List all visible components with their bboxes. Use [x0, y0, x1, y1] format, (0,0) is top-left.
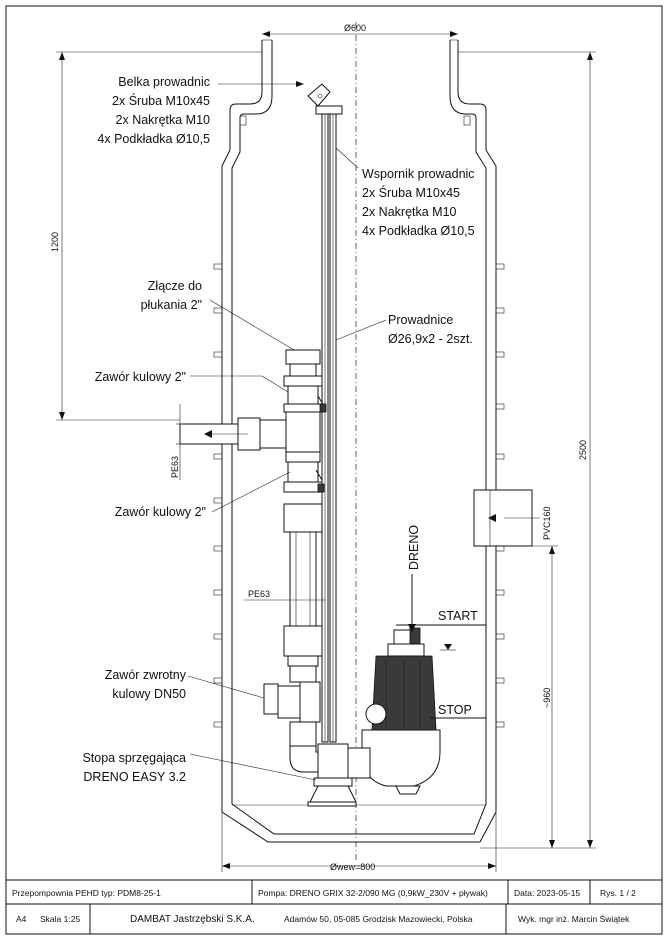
- leader-lines: [187, 81, 387, 781]
- tank-outline: [213, 39, 505, 843]
- label-dreno: DRENO: [407, 525, 421, 570]
- svg-text:DRENO EASY 3.2: DRENO EASY 3.2: [83, 770, 186, 784]
- dim-pvc160: PVC160: [542, 506, 552, 540]
- svg-text:Stopa sprzęgająca: Stopa sprzęgająca: [82, 751, 186, 765]
- title-format: A4: [16, 914, 27, 924]
- svg-text:Złącze do: Złącze do: [148, 279, 202, 293]
- svg-text:Wspornik prowadnic: Wspornik prowadnic: [362, 167, 475, 181]
- label-belka: Belka prowadnic 2x Śruba M10x45 2x Nakrę…: [97, 75, 210, 146]
- water-levels: [396, 574, 486, 719]
- title-author: Wyk. mgr inż. Marcin Świątek: [518, 913, 630, 924]
- label-zwrotny: Zawór zwrotny kulowy DN50: [105, 668, 187, 701]
- svg-text:2x Nakrętka M10: 2x Nakrętka M10: [362, 205, 457, 219]
- label-zawor-upper: Zawór kulowy 2": [95, 370, 186, 384]
- pump: [347, 627, 441, 795]
- label-prowadnice: Prowadnice Ø26,9x2 - 2szt.: [388, 313, 473, 346]
- svg-text:Prowadnice: Prowadnice: [388, 313, 453, 327]
- title-product: Przepompownia PEHD typ: PDM8-25-1: [12, 888, 161, 898]
- dimension-lines: [56, 31, 596, 872]
- title-date: Data: 2023-05-15: [514, 888, 580, 898]
- svg-text:2x Śruba M10x45: 2x Śruba M10x45: [362, 185, 460, 200]
- label-wspornik: Wspornik prowadnic 2x Śruba M10x45 2x Na…: [362, 167, 475, 238]
- label-stopa: Stopa sprzęgająca DRENO EASY 3.2: [82, 751, 186, 784]
- title-pump: Pompa: DRENO GRIX 32-2/090 MG (0,9kW_230…: [258, 888, 488, 898]
- svg-text:4x Podkładka Ø10,5: 4x Podkładka Ø10,5: [97, 132, 210, 146]
- svg-text:kulowy DN50: kulowy DN50: [112, 687, 186, 701]
- dim-pe63-vertical: PE63: [170, 456, 180, 478]
- label-start: START: [438, 609, 478, 623]
- svg-text:2x Śruba M10x45: 2x Śruba M10x45: [112, 93, 210, 108]
- label-zlacze: Złącze do płukania 2": [141, 279, 202, 312]
- outlet-pvc160: [473, 489, 540, 547]
- dim-bottom-width: Øwew=800: [330, 862, 375, 872]
- dim-height-total: 2500: [578, 440, 588, 460]
- title-block: Przepompownia PEHD typ: PDM8-25-1 Pompa:…: [5, 879, 663, 935]
- label-zawor-lower: Zawór kulowy 2": [115, 505, 206, 519]
- svg-text:Belka prowadnic: Belka prowadnic: [118, 75, 210, 89]
- dim-top-width: Ø600: [344, 23, 366, 33]
- svg-text:2x Nakrętka M10: 2x Nakrętka M10: [116, 113, 211, 127]
- dim-pe63-horizontal: PE63: [248, 589, 270, 599]
- guide-rails: [307, 83, 343, 743]
- title-company: DAMBAT Jastrzębski S.K.A.: [130, 914, 255, 925]
- pipe-system: [179, 349, 357, 807]
- title-scale: Skala 1:25: [40, 914, 80, 924]
- tank-ribs: [213, 115, 505, 728]
- svg-text:4x Podkładka Ø10,5: 4x Podkładka Ø10,5: [362, 224, 475, 238]
- svg-text:Ø26,9x2 - 2szt.: Ø26,9x2 - 2szt.: [388, 332, 473, 346]
- label-stop: STOP: [438, 703, 472, 717]
- dim-height-upper: 1200: [50, 232, 60, 252]
- title-address: Adamów 50, 05-085 Grodzisk Mazowiecki, P…: [284, 914, 473, 924]
- svg-text:płukania 2": płukania 2": [141, 298, 202, 312]
- dim-level-960: ~960: [542, 688, 552, 708]
- svg-text:Zawór zwrotny: Zawór zwrotny: [105, 668, 187, 682]
- title-sheet: Rys. 1 / 2: [600, 888, 636, 898]
